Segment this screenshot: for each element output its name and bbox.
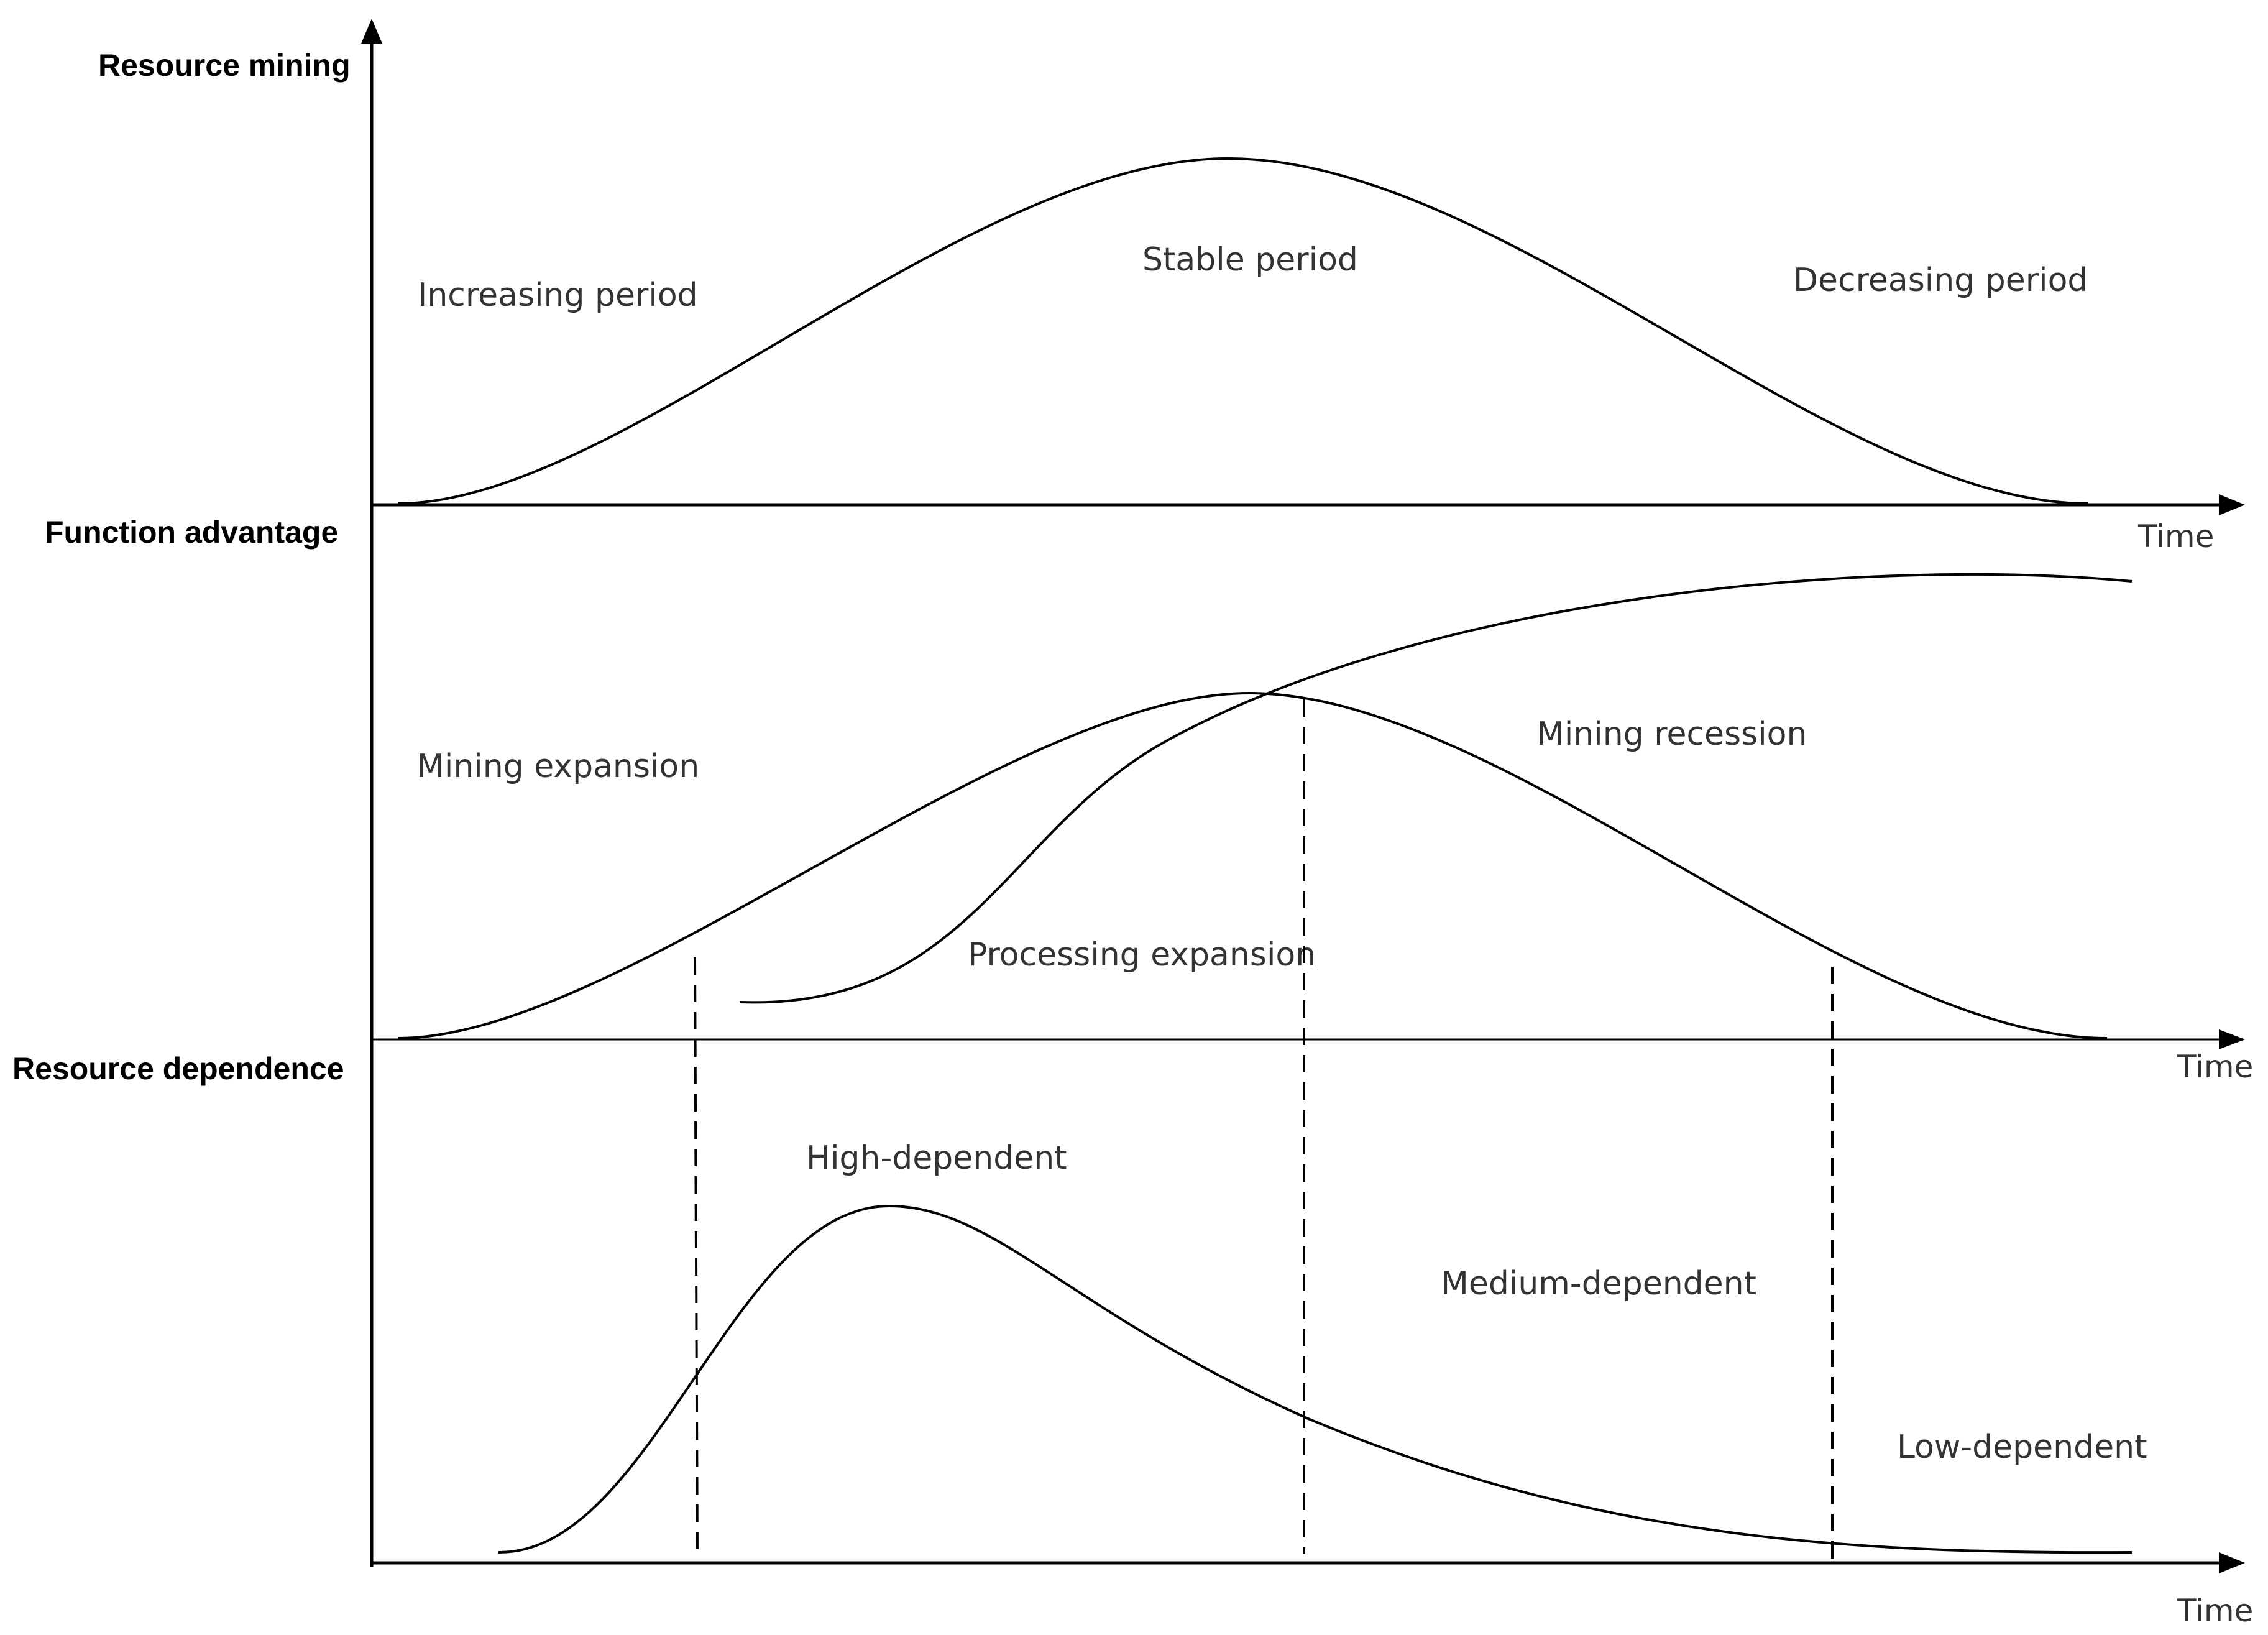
- processing-curve: [739, 573, 2133, 1004]
- label-stable-period: Stable period: [1142, 241, 1358, 279]
- label-decreasing-period: Decreasing period: [1793, 262, 2088, 299]
- resource-mining-curve: [397, 157, 2089, 505]
- label-resource-dependence: Resource dependence: [12, 1051, 344, 1086]
- label-medium-dependent: Medium-dependent: [1441, 1265, 1756, 1302]
- label-mining-recession: Mining recession: [1536, 716, 1807, 753]
- time-axis-bottom-arrowhead: [2219, 1552, 2245, 1573]
- resource-dependence-curve: [498, 1204, 2133, 1554]
- label-time-top: Time: [2137, 518, 2214, 555]
- time-axis-middle-arrowhead: [2219, 1029, 2245, 1049]
- label-processing-expansion: Processing expansion: [968, 936, 1316, 974]
- vertical-axis-arrowhead: [361, 19, 382, 44]
- label-high-dependent: High-dependent: [806, 1140, 1067, 1177]
- label-low-dependent: Low-dependent: [1897, 1429, 2147, 1466]
- label-function-advantage: Function advantage: [45, 515, 338, 550]
- label-time-bottom: Time: [2177, 1593, 2253, 1629]
- time-axis-top-arrowhead: [2219, 494, 2245, 515]
- divider-high-dependence-start: [694, 957, 699, 1555]
- label-resource-mining: Resource mining: [98, 48, 351, 83]
- label-mining-expansion: Mining expansion: [416, 748, 699, 785]
- mining-curve: [397, 691, 2108, 1039]
- label-increasing-period: Increasing period: [418, 277, 698, 314]
- label-time-middle: Time: [2177, 1049, 2253, 1085]
